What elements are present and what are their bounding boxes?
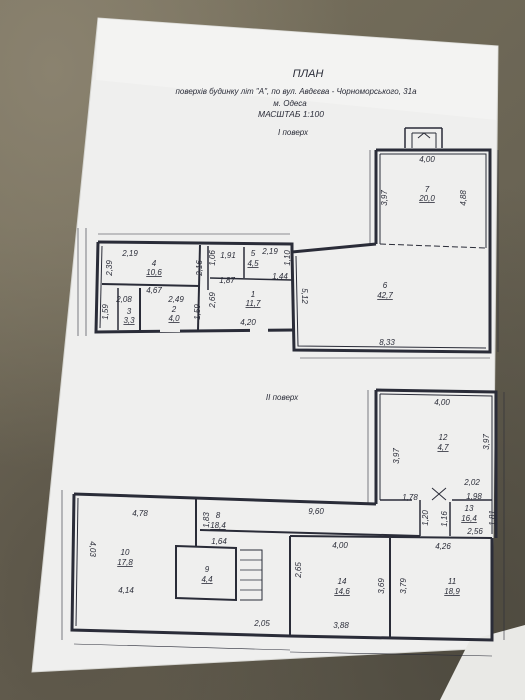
room-number: 8 <box>216 511 221 520</box>
dimension: 4,03 <box>88 541 97 557</box>
dimension: 3,79 <box>399 578 408 594</box>
room-number: 10 <box>121 548 130 557</box>
dimension: 1,81 <box>488 510 497 526</box>
dimension: 4,00 <box>419 155 435 164</box>
dimension: 2,02 <box>463 478 480 487</box>
dimension: 2,08 <box>115 295 132 304</box>
room-number: 6 <box>383 281 388 290</box>
dimension: 2,19 <box>121 249 138 258</box>
dimension: 3,97 <box>392 448 401 464</box>
room-area: 10,6 <box>146 268 162 277</box>
floor1-rooms: 7 20,0 6 42,7 4 10,6 5 4,5 1 11,7 2 4,0 … <box>123 185 435 325</box>
room-number: 12 <box>439 433 448 442</box>
dimension: 1,59 <box>101 304 110 320</box>
room-area: 4,5 <box>247 259 259 268</box>
dimension: 1,91 <box>220 251 236 260</box>
dimension: 2,39 <box>105 260 114 277</box>
room-area: 17,8 <box>117 558 133 567</box>
dimension: 1,16 <box>440 511 449 527</box>
room-area: 4,4 <box>201 575 213 584</box>
plan-city: м. Одеса <box>273 99 307 108</box>
floor1-walls <box>94 127 492 354</box>
dimension: 1,78 <box>402 493 418 502</box>
room-number: 2 <box>171 305 177 314</box>
plan-subtitle: поверхів будинку літ "А", по вул. Авдєєв… <box>175 87 417 96</box>
dimension: 1,64 <box>211 537 227 546</box>
dimension: 1,83 <box>202 512 211 528</box>
room-area: 18,4 <box>210 521 226 530</box>
dimension: 9,60 <box>308 507 324 516</box>
plan-title: ПЛАН <box>293 68 324 80</box>
dimension: 4,14 <box>118 586 134 595</box>
dimension: 1,87 <box>219 276 235 285</box>
room-number: 5 <box>251 249 256 258</box>
dimension: 2,05 <box>253 619 270 628</box>
dimension: 2,65 <box>294 562 303 579</box>
floor2-rooms: 12 4,7 13 16,4 8 18,4 10 17,8 9 4,4 14 1… <box>117 433 477 596</box>
floor2-label: II поверх <box>266 393 299 402</box>
floor1-dimensions: 4,00 3,97 4,88 2,19 2,39 4,67 2,16 1,06 … <box>101 155 468 347</box>
room-area: 4,0 <box>168 314 180 323</box>
dimension: 3,69 <box>377 578 386 594</box>
room-area: 11,7 <box>246 299 262 308</box>
room-number: 9 <box>205 565 210 574</box>
dimension: 2,56 <box>466 527 483 536</box>
dimension: 1,98 <box>466 492 482 501</box>
dimension: 1,44 <box>272 272 288 281</box>
room-number: 11 <box>448 577 456 586</box>
dimension: 2,16 <box>195 260 204 277</box>
dimension: 4,26 <box>435 542 451 551</box>
dimension: 2,49 <box>167 295 184 304</box>
room-number: 14 <box>338 577 347 586</box>
dimension: 4,88 <box>459 190 468 206</box>
dimension: 3,97 <box>380 190 389 206</box>
dimension: 3,88 <box>333 621 349 630</box>
dimension: 1,06 <box>208 250 217 266</box>
room-number: 1 <box>251 290 255 299</box>
dimension: 1,20 <box>421 510 430 526</box>
dimension: 1,59 <box>193 304 202 320</box>
room-number: 3 <box>127 307 132 316</box>
room-number: 4 <box>152 259 157 268</box>
plan-scale: МАСШТАБ 1:100 <box>258 109 324 119</box>
room-number: 7 <box>425 185 430 194</box>
room-area: 20,0 <box>418 194 435 203</box>
dimension: 4,20 <box>240 318 256 327</box>
room-area: 4,7 <box>437 443 449 452</box>
room-number: 13 <box>465 504 474 513</box>
dimension: 4,78 <box>132 509 148 518</box>
room-area: 16,4 <box>461 514 477 523</box>
room-area: 42,7 <box>377 291 393 300</box>
dimension: 5,12 <box>300 288 309 304</box>
dimension: 1,10 <box>283 250 292 266</box>
dimension: 4,00 <box>332 541 348 550</box>
room-area: 3,3 <box>123 316 135 325</box>
room-area: 18,9 <box>444 587 460 596</box>
dimension: 8,33 <box>379 338 395 347</box>
dimension: 2,19 <box>261 247 278 256</box>
floor1-label: I поверх <box>278 128 309 137</box>
room-area: 14,6 <box>334 587 350 596</box>
dimension: 3,97 <box>482 434 491 450</box>
dimension: 4,67 <box>146 286 162 295</box>
floor2-walls <box>70 388 498 642</box>
floor2-dimensions: 4,00 3,97 3,97 2,02 1,78 1,98 1,16 1,81 … <box>88 398 497 630</box>
dimension: 4,00 <box>434 398 450 407</box>
dimension: 2,69 <box>208 292 217 309</box>
